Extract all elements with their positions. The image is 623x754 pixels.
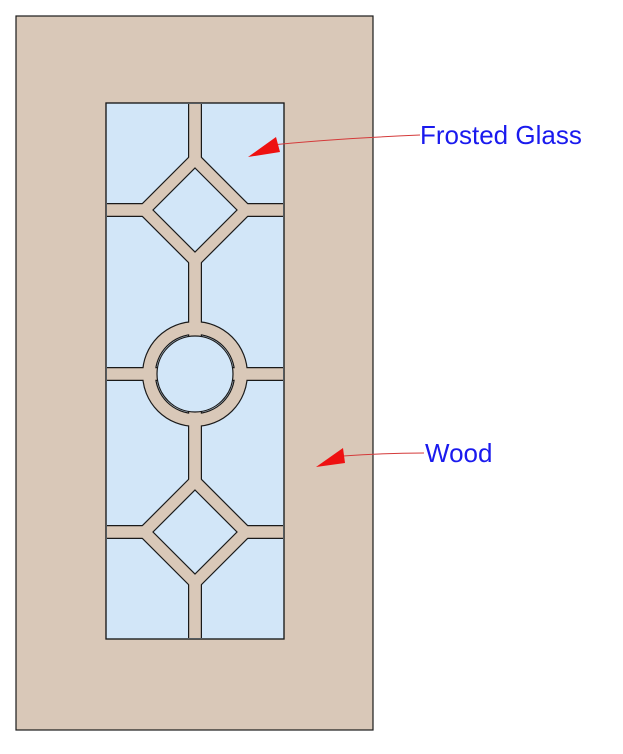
glass-arrow-head bbox=[248, 137, 280, 157]
glass-circle bbox=[156, 335, 234, 413]
glass-window-outline bbox=[105, 102, 285, 640]
label-frosted-glass: Frosted Glass bbox=[420, 120, 582, 150]
wood-arrow-head bbox=[316, 448, 345, 467]
glass-arrow-line bbox=[271, 134, 421, 146]
glass-diamond-top bbox=[152, 167, 238, 253]
wood-arrow-line bbox=[342, 452, 425, 457]
label-wood: Wood bbox=[425, 438, 492, 468]
glass-callout: Frosted Glass bbox=[248, 120, 582, 157]
glass-diamond-bottom bbox=[152, 489, 238, 575]
wood-callout: Wood bbox=[316, 438, 492, 468]
